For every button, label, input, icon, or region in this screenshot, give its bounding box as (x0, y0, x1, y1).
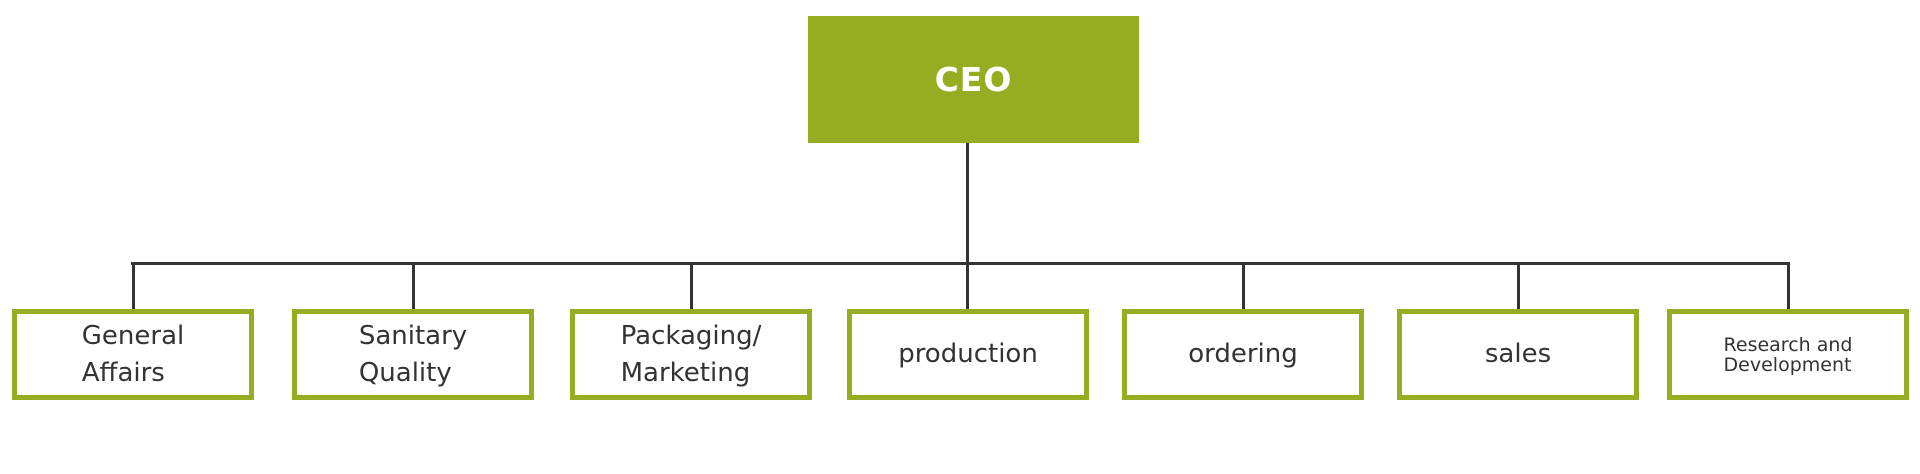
connector-stub-ordering (1242, 262, 1245, 309)
connector-stub-research-development (1787, 262, 1790, 309)
org-node-label: Research and Development (1723, 333, 1853, 376)
org-node-ceo-label: CEO (934, 60, 1013, 99)
org-node-ceo: CEO (808, 16, 1139, 143)
org-node-label: General Affairs (81, 320, 185, 388)
org-node-label: Sanitary Quality (358, 320, 468, 388)
org-node-ordering: ordering (1122, 309, 1364, 400)
org-node-label: Packaging/ Marketing (620, 320, 762, 388)
org-node-sales: sales (1397, 309, 1639, 400)
org-node-general-affairs: General Affairs (12, 309, 254, 400)
org-node-packaging-marketing: Packaging/ Marketing (570, 309, 812, 400)
connector-ceo-vertical (966, 143, 969, 309)
connector-stub-general-affairs (132, 262, 135, 309)
connector-stub-sanitary-quality (412, 262, 415, 309)
org-node-label: production (898, 339, 1038, 369)
org-node-research-development: Research and Development (1667, 309, 1909, 400)
org-node-label: ordering (1188, 339, 1298, 369)
org-node-label: sales (1484, 339, 1552, 369)
org-node-sanitary-quality: Sanitary Quality (292, 309, 534, 400)
connector-stub-sales (1517, 262, 1520, 309)
connector-horizontal (131, 262, 1790, 265)
org-node-production: production (847, 309, 1089, 400)
connector-stub-packaging-marketing (690, 262, 693, 309)
